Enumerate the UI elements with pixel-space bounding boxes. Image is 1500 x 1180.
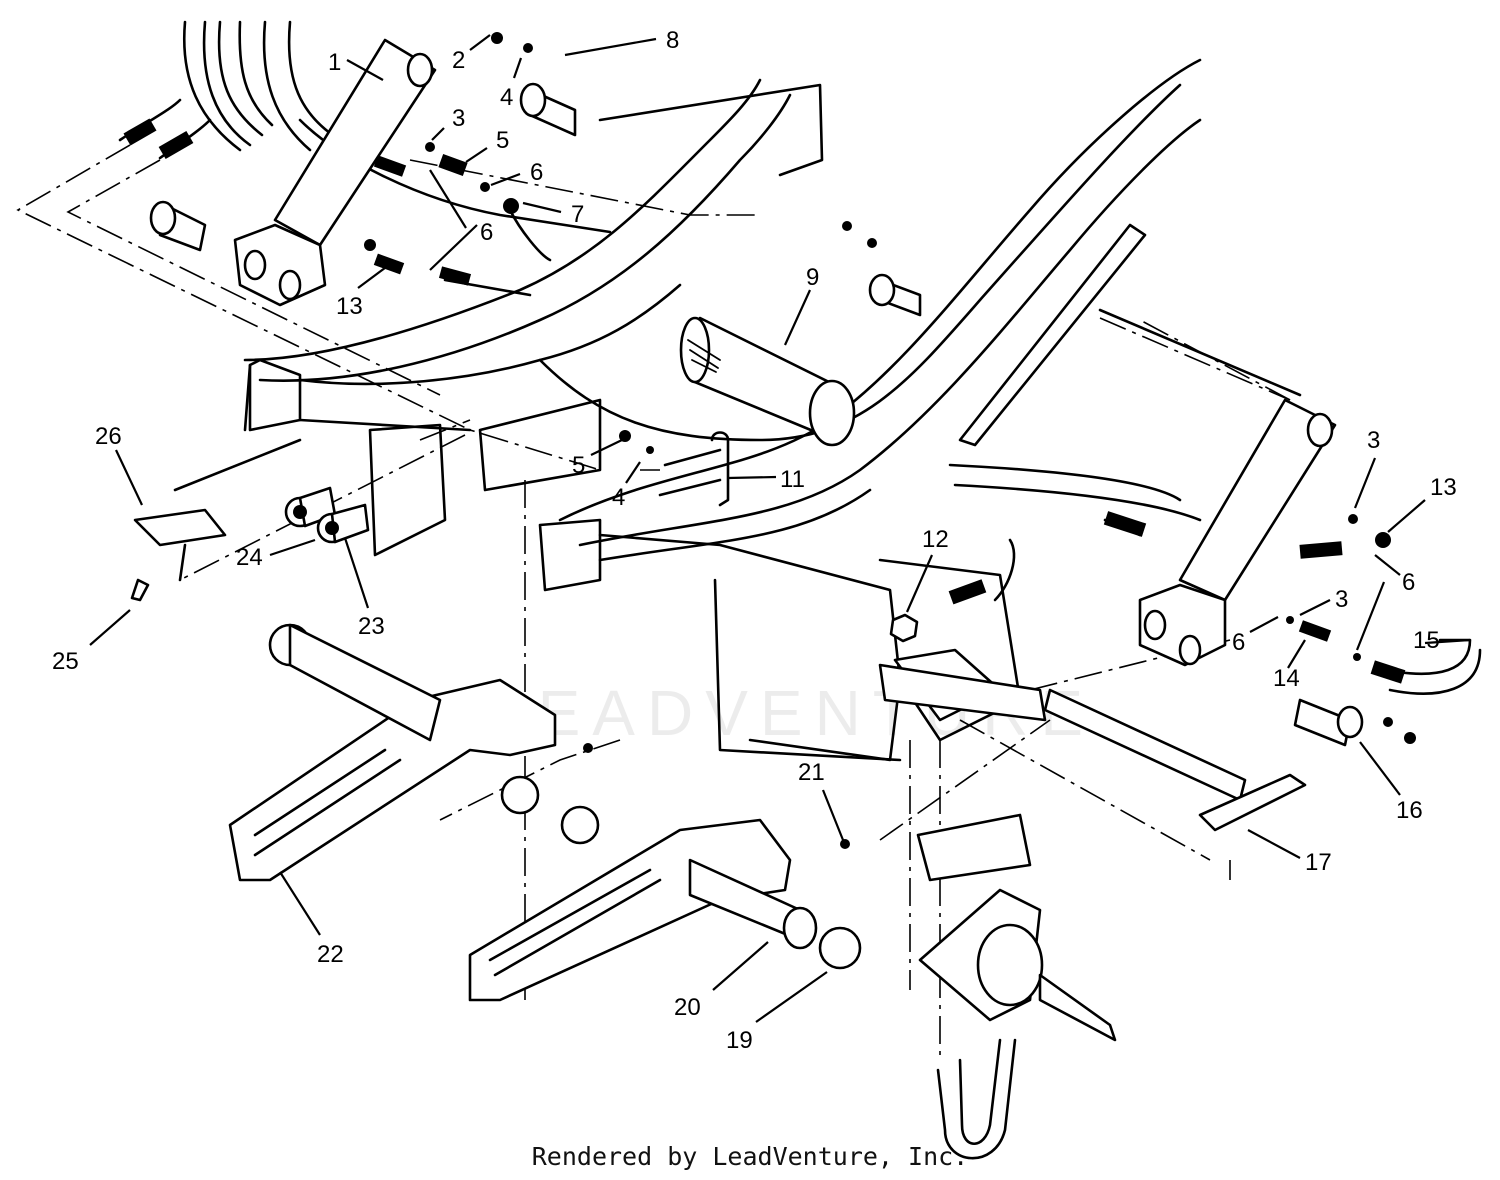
callout-labels: 1 2 3 4 5 6 6 7 8 9 13 26 5 4 11 12 3 13… — [52, 27, 1457, 1054]
pins — [149, 82, 1364, 832]
callout-26: 26 — [95, 423, 122, 450]
callout-12: 12 — [922, 526, 949, 553]
callout-3: 3 — [452, 105, 465, 132]
callout-17: 17 — [1305, 849, 1332, 876]
callout-8: 8 — [666, 27, 679, 54]
callout-14: 14 — [1273, 665, 1300, 692]
hydraulic-cylinder-left — [233, 38, 437, 307]
callout-6: 6 — [1232, 629, 1245, 656]
leader-lines — [89, 34, 1471, 1023]
callout-25: 25 — [52, 648, 79, 675]
callout-23: 23 — [358, 613, 385, 640]
callout-9: 9 — [806, 264, 819, 291]
callout-22: 22 — [317, 941, 344, 968]
hoses — [118, 32, 1482, 849]
callout-13: 13 — [336, 293, 363, 320]
mount-plate — [878, 613, 1047, 722]
callout-21: 21 — [798, 759, 825, 786]
callout-6: 6 — [530, 159, 543, 186]
callout-3: 3 — [1367, 427, 1380, 454]
cylinder-body — [679, 316, 856, 447]
callout-24: 24 — [236, 544, 263, 571]
bracket-plate — [130, 438, 302, 602]
callout-16: 16 — [1396, 797, 1423, 824]
callout-15: 15 — [1413, 627, 1440, 654]
callout-13: 13 — [1430, 474, 1457, 501]
bushings — [284, 486, 370, 544]
hydraulic-cylinder-right — [1138, 398, 1337, 667]
callout-4: 4 — [500, 84, 513, 111]
callout-19: 19 — [726, 1027, 753, 1054]
callout-4: 4 — [612, 484, 625, 511]
callout-1: 1 — [328, 49, 341, 76]
callout-5: 5 — [496, 127, 509, 154]
callout-6: 6 — [1402, 569, 1415, 596]
callout-7: 7 — [571, 201, 584, 228]
footer-credit: Rendered by LeadVenture, Inc. — [531, 1142, 969, 1171]
callout-2: 2 — [452, 47, 465, 74]
callout-5: 5 — [572, 452, 585, 479]
axle-arms — [228, 623, 862, 1002]
callout-6: 6 — [480, 219, 493, 246]
clip-bracket — [658, 431, 730, 507]
callout-3: 3 — [1335, 586, 1348, 613]
callout-20: 20 — [674, 994, 701, 1021]
callout-11: 11 — [780, 466, 805, 493]
spindle-assembly — [916, 813, 1117, 1160]
